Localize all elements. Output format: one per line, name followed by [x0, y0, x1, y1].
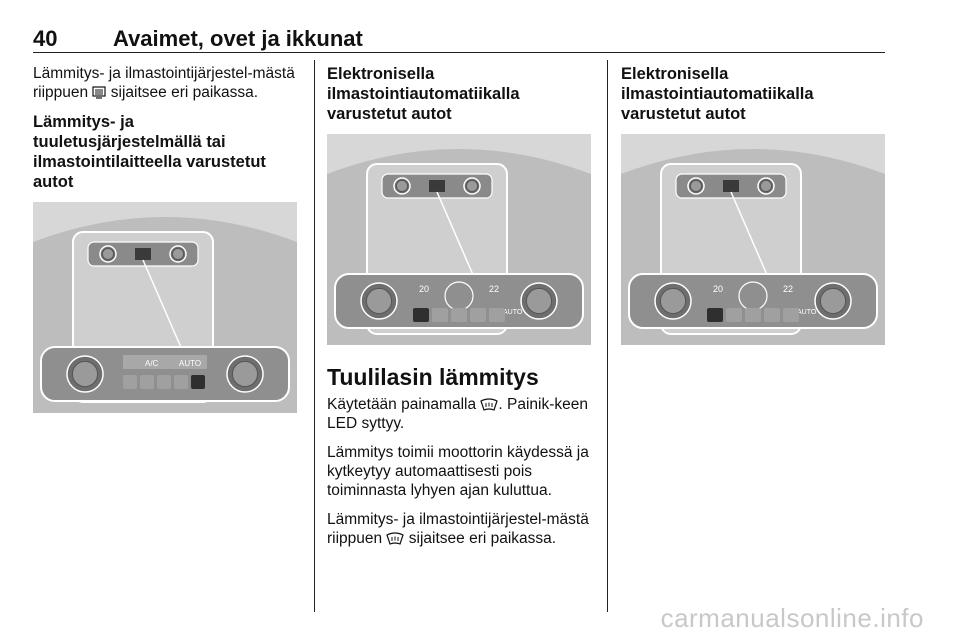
- highlighted-button: [429, 180, 445, 192]
- column-1: Lämmitys- ja ilmastointijärjestel-mästä …: [33, 64, 301, 413]
- panel-button: [726, 308, 742, 322]
- auto-label: AUTO: [179, 359, 201, 368]
- panel-button: [470, 308, 486, 322]
- knob-cap: [465, 179, 479, 193]
- rear-window-heating-icon: [92, 86, 107, 99]
- control-panel: [334, 273, 584, 329]
- windscreen-area: [33, 202, 297, 242]
- panel-button: [783, 308, 799, 322]
- temp-right-readout: 22: [783, 284, 793, 294]
- intro-paragraph: Lämmitys- ja ilmastointijärjestel-mästä …: [33, 65, 295, 101]
- panel-button: [174, 375, 188, 389]
- section-heading: Elektronisella ilmastointiautomatiikalla…: [621, 65, 814, 123]
- panel-button: [745, 308, 761, 322]
- knob-cap: [171, 247, 185, 261]
- callout-line: [436, 191, 478, 285]
- knob-cap: [759, 179, 773, 193]
- control-panel: [40, 346, 290, 402]
- temp-left-readout: 20: [419, 284, 429, 294]
- panel-button: [764, 308, 780, 322]
- knob-cap: [71, 360, 99, 388]
- windscreen-heating-icon: [386, 532, 405, 545]
- temp-left-readout: 20: [713, 284, 723, 294]
- page-header: 40 Avaimet, ovet ja ikkunat: [33, 26, 885, 52]
- windscreen-area: [327, 134, 591, 174]
- column-2: Elektronisella ilmastointiautomatiikalla…: [327, 64, 595, 558]
- highlighted-button: [723, 180, 739, 192]
- auto-label: AUTO: [503, 309, 523, 316]
- panel-button: [157, 375, 171, 389]
- panel-button: [489, 308, 505, 322]
- windscreen-area: [621, 134, 885, 174]
- control-panel: [628, 273, 878, 329]
- panel-button: [123, 375, 137, 389]
- knob-cap: [231, 360, 259, 388]
- column-3: Elektronisella ilmastointiautomatiikalla…: [621, 64, 889, 345]
- chapter-title: Avaimet, ovet ja ikkunat: [113, 26, 363, 51]
- panel-button: [451, 308, 467, 322]
- instruction-paragraph: Käytetään painamalla . Painik-keen LED s…: [327, 396, 588, 432]
- knob-cap: [365, 287, 393, 315]
- section-heading: Elektronisella ilmastointiautomatiikalla…: [327, 65, 520, 123]
- ac-label: A/C: [145, 359, 159, 368]
- knob-cap: [659, 287, 687, 315]
- column-divider: [607, 60, 608, 612]
- knob-cap: [525, 287, 553, 315]
- description-paragraph: Lämmitys toimii moottorin käydessä ja ky…: [327, 444, 589, 499]
- panel-button: [191, 375, 205, 389]
- knob-cap: [819, 287, 847, 315]
- section-heading: Lämmitys- ja tuuletusjärjestelmällä tai …: [33, 113, 266, 191]
- header-rule: [33, 52, 885, 53]
- knob-cap: [101, 247, 115, 261]
- section-title: Tuulilasin lämmitys: [327, 364, 539, 390]
- windscreen-heating-icon: [480, 398, 499, 411]
- knob-cap: [689, 179, 703, 193]
- auto-label: AUTO: [797, 309, 817, 316]
- callout-line: [730, 191, 772, 285]
- watermark: carmanualsonline.info: [660, 603, 924, 633]
- knob-cap: [395, 179, 409, 193]
- climate-panel-photo-manual: A/C AUTO: [33, 202, 297, 413]
- panel-button: [707, 308, 723, 322]
- callout-line: [142, 259, 184, 353]
- panel-button: [413, 308, 429, 322]
- column-divider: [314, 60, 315, 612]
- location-paragraph: Lämmitys- ja ilmastointijärjestel-mästä …: [327, 511, 589, 547]
- panel-button: [432, 308, 448, 322]
- panel-button: [140, 375, 154, 389]
- button-row: [123, 355, 207, 369]
- temp-right-readout: 22: [489, 284, 499, 294]
- highlighted-button: [135, 248, 151, 260]
- page-number: 40: [33, 26, 58, 51]
